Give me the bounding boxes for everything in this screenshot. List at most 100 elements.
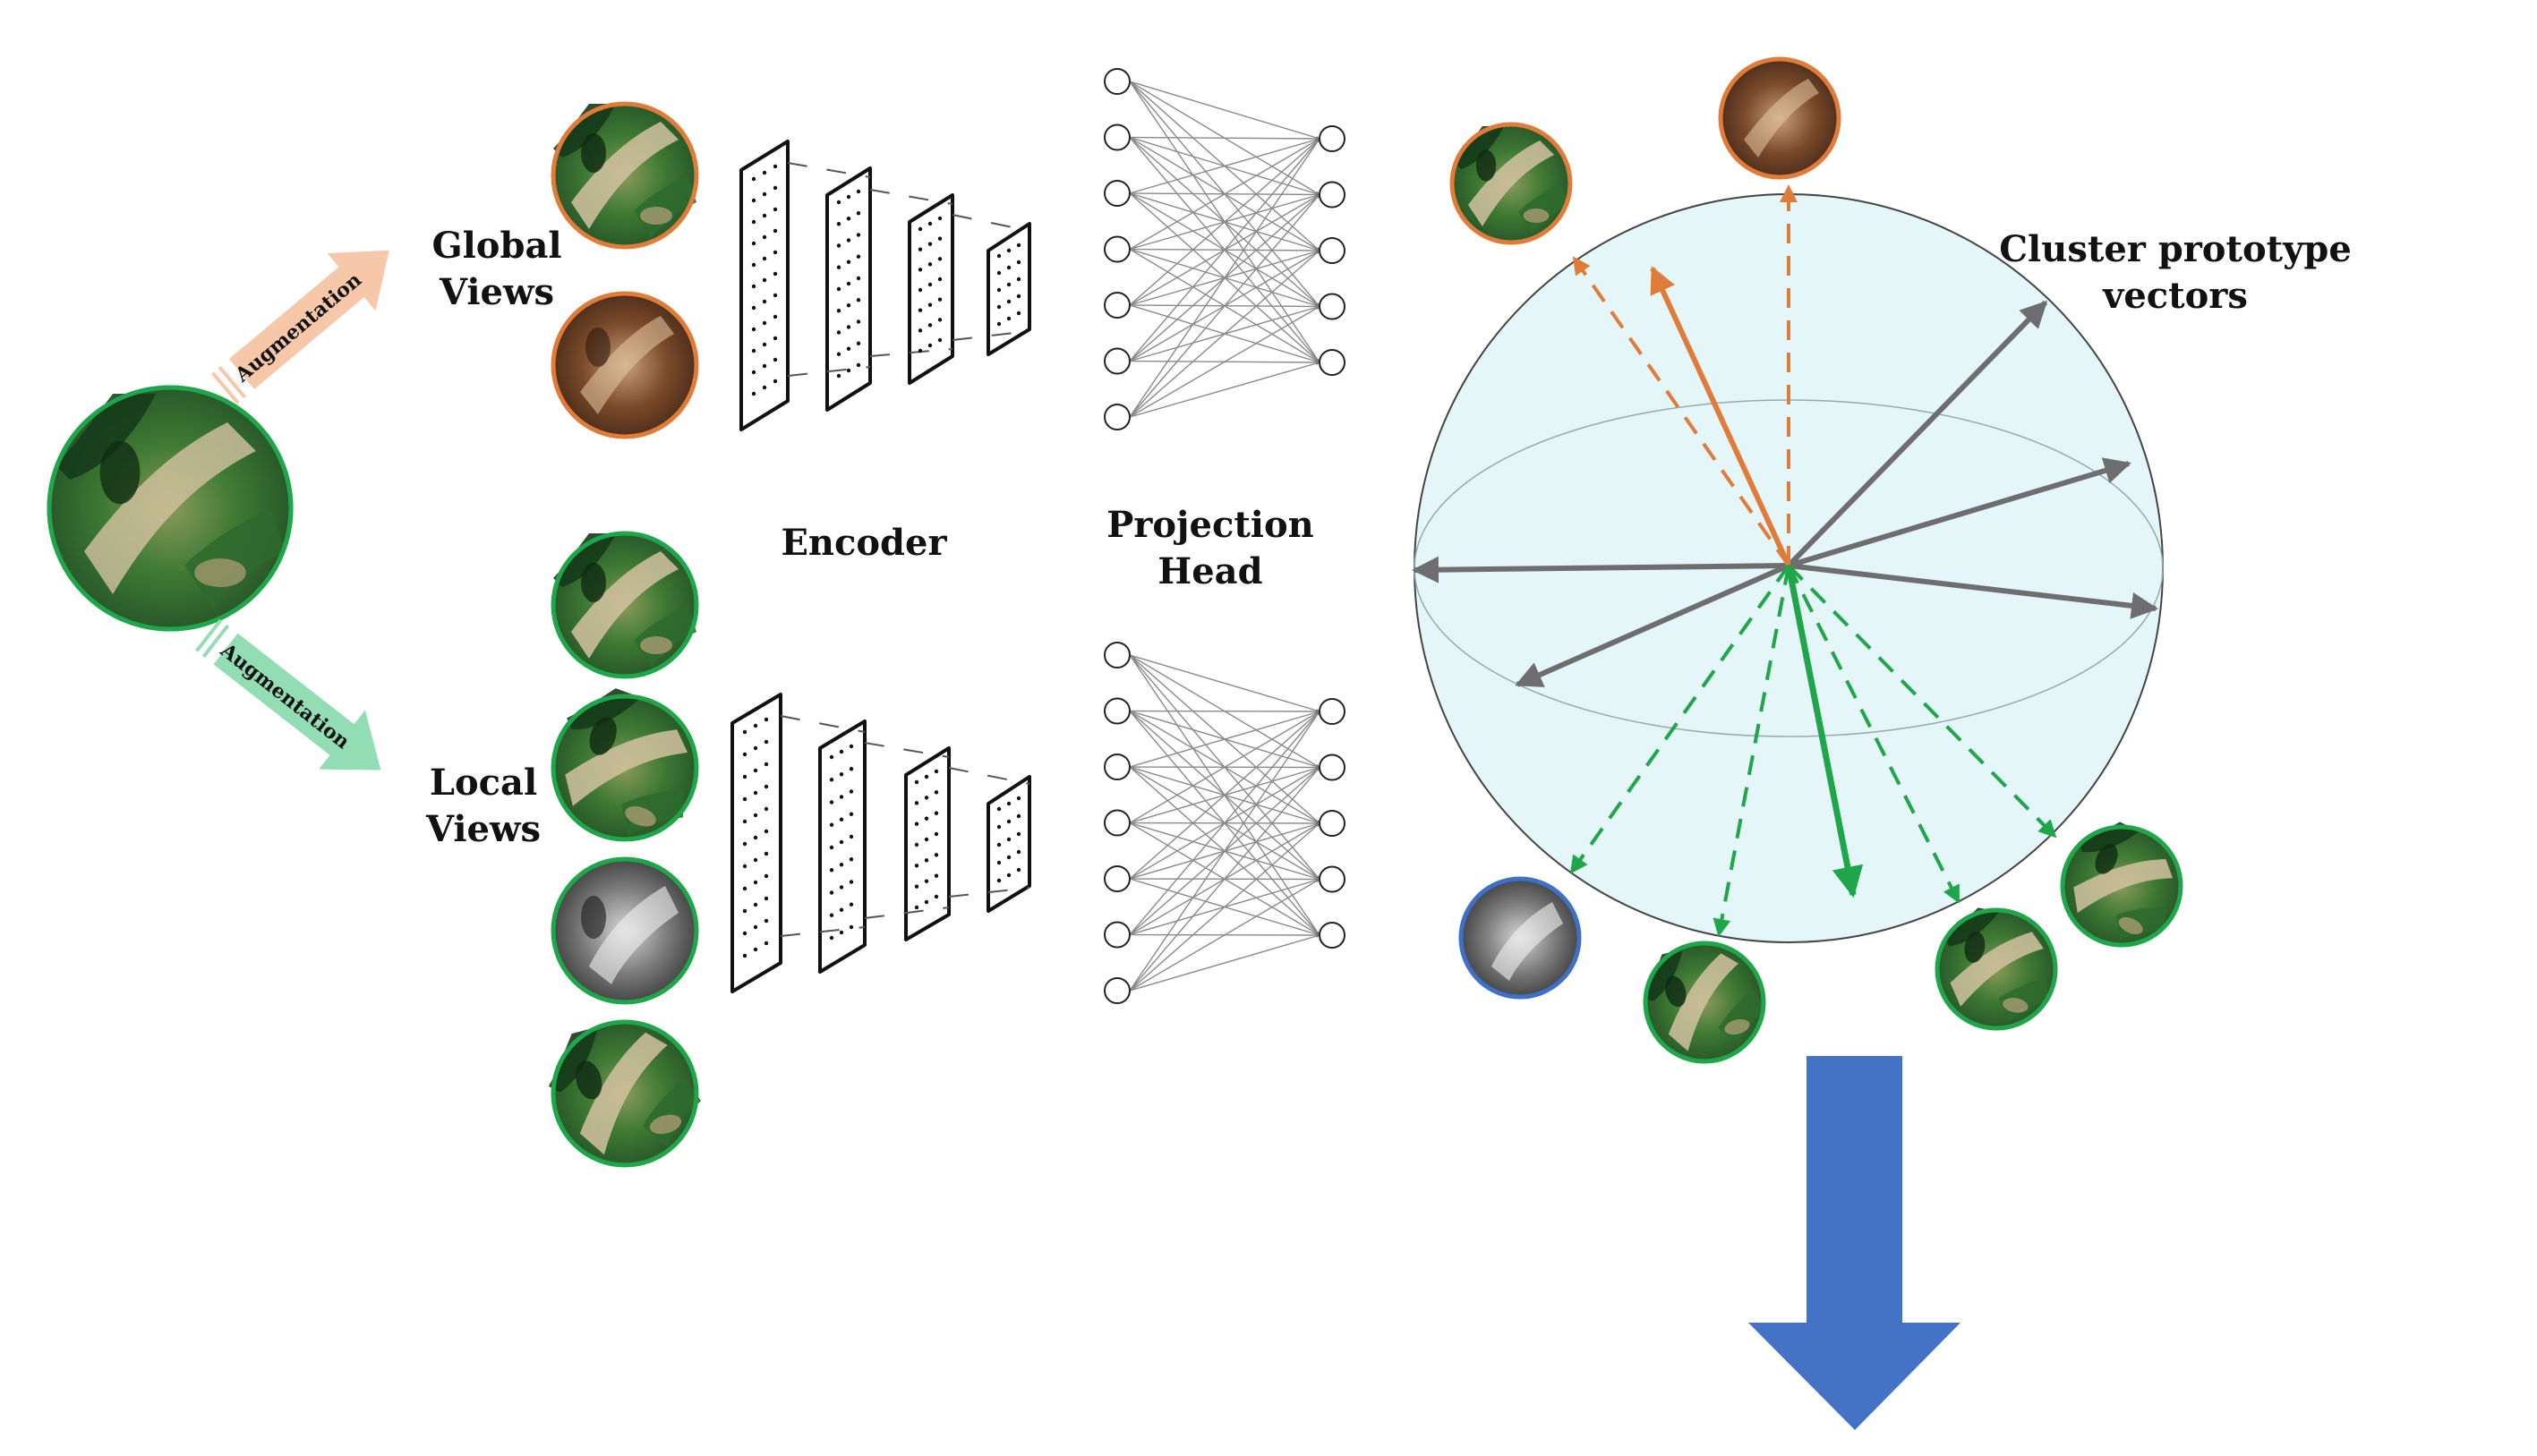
encoder-neuron-dot [996, 321, 1002, 327]
augmentation-bottom-label: Augmentation [215, 638, 354, 754]
encoder-neuron-dot [1016, 311, 1021, 316]
encoder-neuron-dot [753, 835, 758, 840]
encoder-neuron-dot [751, 370, 756, 375]
encoder-neuron-dot [1016, 260, 1021, 265]
encoder-neuron-dot [836, 330, 841, 335]
source-image [47, 385, 294, 632]
encoder-neuron-dot [839, 907, 844, 912]
encoder-neuron-dot [918, 287, 923, 293]
encoder-neuron-dot [753, 947, 758, 952]
encoder-neuron-dot [856, 341, 861, 345]
encoder-neuron-dot [836, 265, 841, 269]
sphere-thumb-sepia-top [1718, 56, 1841, 180]
encoder-neuron-dot [762, 213, 767, 218]
encoder-neuron-dot [1006, 801, 1012, 806]
encoder-neuron-dot [996, 878, 1002, 883]
encoder-neuron-dot [773, 271, 778, 277]
projection-neuron [1104, 754, 1131, 780]
encoder-neuron-dot [1016, 849, 1021, 855]
encoder-neuron-dot [914, 842, 919, 847]
projection-neuron [1104, 865, 1131, 892]
encoder-neuron-dot [742, 819, 747, 824]
sphere-thumb-green-bottom-3 [2048, 809, 2199, 956]
encoder-neuron-dot [751, 284, 756, 289]
encoder-neuron-dot [751, 327, 756, 332]
projection-neuron [1319, 181, 1345, 209]
encoder-neuron-dot [751, 262, 756, 268]
encoder-neuron-dot [924, 816, 929, 821]
projection-connection [1129, 711, 1320, 824]
encoder-neuron-dot [764, 784, 769, 789]
projection-neuron [1104, 404, 1131, 430]
encoder-neuron-dot [753, 813, 758, 818]
encoder-neuron-dot [1016, 796, 1021, 801]
encoder-neuron-dot [839, 817, 844, 822]
encoder-neuron-dot [849, 902, 854, 907]
sphere-thumb-green-top [1449, 122, 1573, 245]
local-views-label-line2: Views [425, 808, 541, 850]
encoder-neuron-dot [937, 216, 943, 221]
encoder-neuron-dot [914, 801, 919, 805]
encoder-neuron-dot [996, 824, 1002, 830]
encoder-neuron-dot [764, 717, 769, 722]
encoder-neuron-dot [856, 362, 861, 368]
local-view-vectors [1569, 564, 2057, 937]
encoder-neuron-dot [849, 880, 854, 884]
encoder-neuron-dot [742, 886, 747, 891]
projection-neuron [1104, 235, 1131, 263]
encoder-neuron-dot [751, 176, 756, 182]
sphere-thumb-gray-bottom [1458, 876, 1582, 1000]
encoder-neuron-dot [829, 754, 834, 760]
encoder-neuron-dot [773, 336, 778, 341]
projection-head-label-line1: Projection [1106, 504, 1314, 546]
encoder-neuron-dot [846, 281, 851, 286]
encoder-neuron-dot [764, 873, 769, 879]
projection-connection [1129, 138, 1320, 306]
projection-connection [1129, 362, 1320, 418]
projection-neuron [1319, 125, 1345, 152]
encoder-neuron-dot [753, 768, 758, 773]
encoder-neuron-dot [839, 839, 844, 845]
projection-connection [1129, 878, 1320, 992]
encoder-neuron-dot [1006, 855, 1012, 860]
encoder-neuron-dot [762, 385, 767, 390]
global-vector-solid [1650, 266, 1791, 567]
projection-neuron [1319, 237, 1345, 264]
sphere-thumb-green-bottom-2 [1931, 902, 2063, 1031]
global-view-vectors [1572, 184, 1798, 567]
encoder-neuron-dot [937, 297, 943, 302]
projection-neuron [1319, 293, 1345, 320]
projection-connection [1129, 711, 1320, 880]
encoder-neuron-dot [914, 779, 919, 785]
output-down-arrow [1748, 1056, 1960, 1430]
encoder-neuron-dot [918, 268, 923, 272]
encoder-neuron-dot [751, 305, 756, 311]
encoder-neuron-dot [856, 319, 861, 324]
encoder-neuron-dot [996, 842, 1002, 847]
encoder-neuron-dot [927, 262, 933, 267]
encoder-neuron-dot [829, 913, 834, 917]
encoder-neuron-dot [762, 192, 767, 197]
global-view-2 [551, 291, 699, 439]
projection-connection [1129, 654, 1320, 712]
encoder-neuron-dot [918, 348, 923, 353]
local-view-4 [537, 1006, 711, 1173]
projection-connection [1129, 711, 1320, 768]
encoder-neuron-dot [856, 254, 861, 259]
encoder-neuron-dot [914, 905, 919, 910]
encoder-neuron-dot [836, 286, 841, 292]
encoder-neuron-dot [742, 841, 747, 847]
encoder-neuron-dot [839, 772, 844, 777]
encoder-neuron-dot [753, 745, 758, 751]
encoder-neuron-dot [996, 860, 1002, 865]
encoder-neuron-dot [996, 304, 1002, 310]
projection-connection [1129, 138, 1320, 362]
encoder-neuron-dot [849, 767, 854, 771]
encoder-neuron-dot [762, 170, 767, 175]
encoder-neuron-dot [1006, 819, 1012, 824]
encoder-neuron-dot [762, 256, 767, 261]
projection-connection [1129, 305, 1320, 418]
prototype-vector [1788, 563, 2158, 619]
encoder-neuron-dot [836, 309, 841, 313]
